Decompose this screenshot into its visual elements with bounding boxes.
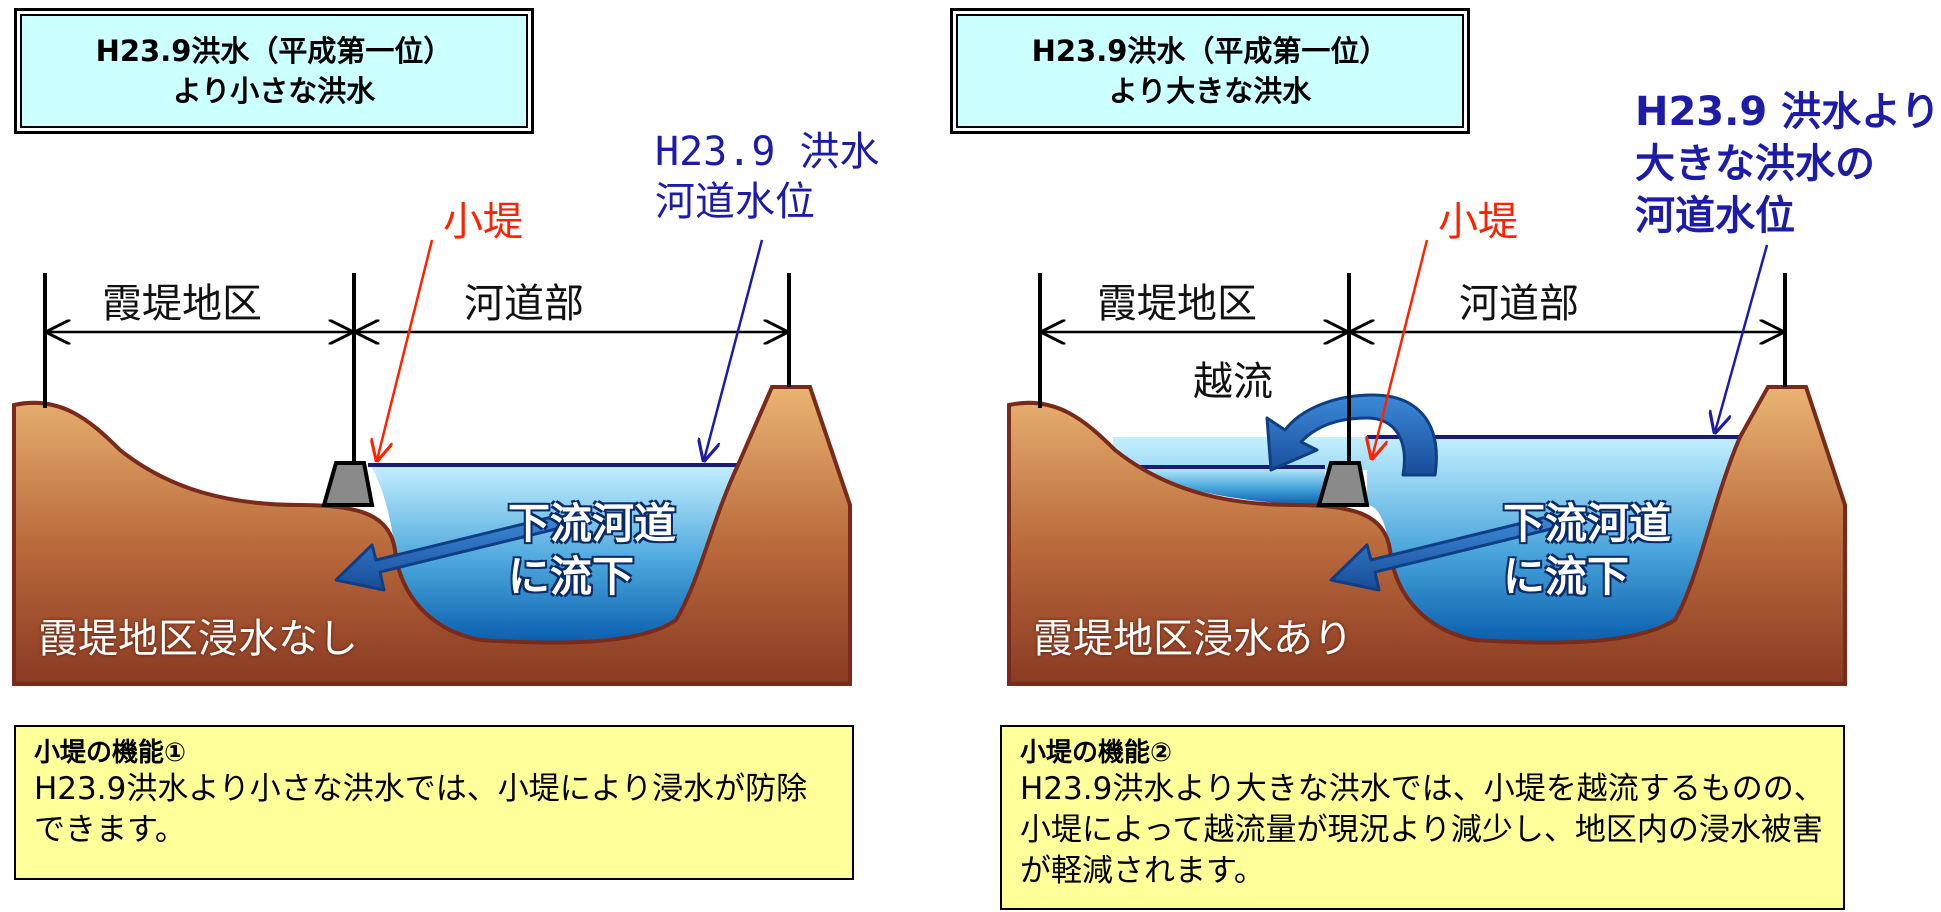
left-label-channel: 河道部 xyxy=(464,281,584,327)
right-kotei-pointer xyxy=(1372,239,1429,458)
left-river-water xyxy=(370,465,738,643)
right-title-line2: より大きな洪水 xyxy=(1108,74,1312,108)
right-panel: H23.9洪水（平成第一位） より大きな洪水 xyxy=(950,0,1941,912)
right-label-flow-line1: 下流河道 xyxy=(1503,499,1672,548)
left-label-water-line1: H23.9 洪水 xyxy=(655,129,880,175)
right-note-body: H23.9洪水より大きな洪水では、小堤を越流するものの、小堤によって越流量が現況… xyxy=(1020,771,1825,889)
right-label-channel: 河道部 xyxy=(1459,281,1579,327)
right-title-line1: H23.9洪水（平成第一位） xyxy=(1031,34,1389,68)
left-label-kotei: 小堤 xyxy=(443,199,523,245)
left-cross-section-diagram xyxy=(12,239,852,686)
left-label-flow-line1: 下流河道 xyxy=(508,499,677,548)
right-label-water-line2: 大きな洪水の xyxy=(1635,141,1875,187)
right-label-flow-line2: に流下 xyxy=(1503,552,1630,601)
right-small-levee xyxy=(1316,461,1370,507)
right-river-water xyxy=(1113,437,1740,643)
left-note-body: H23.9洪水より小さな洪水では、小堤により浸水が防除できます。 xyxy=(34,771,808,848)
right-overflow-arrow xyxy=(1265,393,1438,477)
left-label-kasumi: 霞堤地区 xyxy=(102,281,262,327)
left-panel: H23.9洪水（平成第一位） より小さな洪水 xyxy=(0,0,960,912)
left-flow-arrow xyxy=(334,514,562,592)
right-label-overflow: 越流 xyxy=(1193,359,1273,405)
right-cross-section-diagram xyxy=(1007,239,1847,686)
left-water-pointer xyxy=(704,239,764,460)
left-kotei-pointer xyxy=(377,239,434,460)
left-small-levee xyxy=(321,461,375,507)
right-label-kasumi: 霞堤地区 xyxy=(1097,281,1257,327)
right-note-title: 小堤の機能② xyxy=(1020,738,1173,768)
left-label-result: 霞堤地区浸水なし xyxy=(38,616,358,662)
left-note-box: 小堤の機能① H23.9洪水より小さな洪水では、小堤により浸水が防除できます。 xyxy=(14,725,854,880)
right-label-water-line3: 河道水位 xyxy=(1635,193,1795,239)
left-ground xyxy=(12,385,852,686)
right-ground xyxy=(1007,385,1847,686)
right-label-result: 霞堤地区浸水あり xyxy=(1033,616,1353,662)
left-label-water-line2: 河道水位 xyxy=(655,179,815,225)
left-title-line1: H23.9洪水（平成第一位） xyxy=(95,34,453,68)
right-title-box: H23.9洪水（平成第一位） より大きな洪水 xyxy=(950,8,1470,134)
right-water-pointer xyxy=(1715,244,1769,432)
left-title-line2: より小さな洪水 xyxy=(172,74,376,108)
right-note-box: 小堤の機能② H23.9洪水より大きな洪水では、小堤を越流するものの、小堤によっ… xyxy=(1000,725,1845,910)
left-label-flow-line2: に流下 xyxy=(508,552,635,601)
right-label-kotei: 小堤 xyxy=(1438,199,1518,245)
left-note-title: 小堤の機能① xyxy=(34,738,187,768)
left-title-box: H23.9洪水（平成第一位） より小さな洪水 xyxy=(14,8,534,134)
right-flow-arrow xyxy=(1329,514,1557,592)
right-label-water-line1: H23.9 洪水より xyxy=(1635,89,1941,135)
